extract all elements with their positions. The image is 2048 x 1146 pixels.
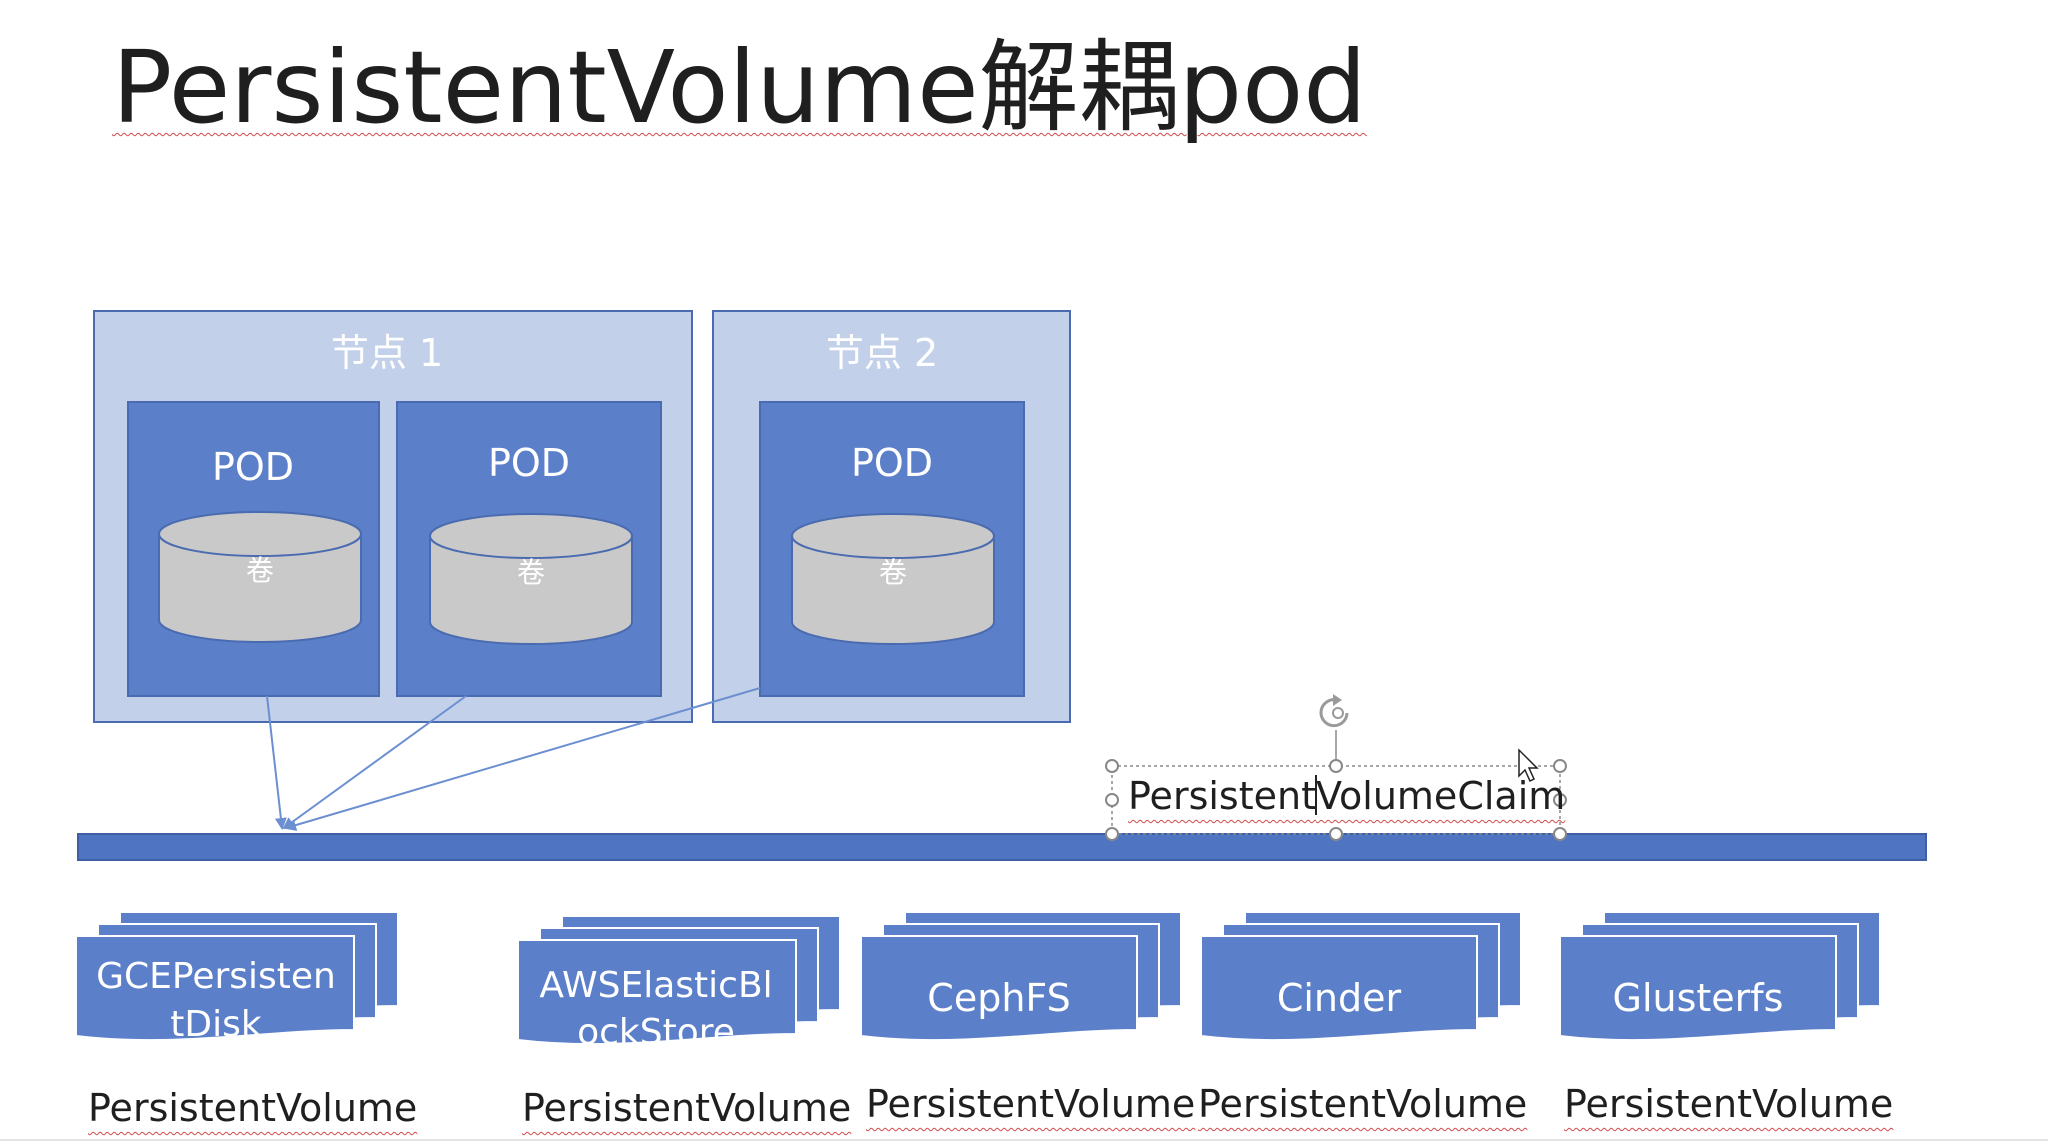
rotate-handle-icon[interactable]	[1319, 694, 1349, 728]
pod-1-label: POD	[212, 445, 294, 489]
pv-label-aws: PersistentVolume	[522, 1086, 852, 1130]
node-1-label: 节点 1	[331, 331, 443, 375]
resize-handle-tr[interactable]	[1553, 759, 1567, 773]
storage-aws: AWSElasticBl ockStore	[517, 915, 841, 1053]
pvc-textbox-selection[interactable]	[1105, 694, 1567, 841]
pv-label-cephfs: PersistentVolume	[866, 1082, 1196, 1126]
resize-handle-bl[interactable]	[1105, 827, 1119, 841]
resize-handle-br[interactable]	[1553, 827, 1567, 841]
pod-3-label: POD	[851, 441, 933, 485]
node-1: 节点 1 POD 卷 POD 卷	[93, 310, 693, 723]
storage-gce-line2: tDisk	[170, 1004, 262, 1045]
storage-cephfs: CephFS	[860, 911, 1182, 1042]
storage-cephfs-label: CephFS	[927, 976, 1070, 1020]
node-2: 节点 2 POD 卷	[712, 310, 1071, 723]
storage-glusterfs-label: Glusterfs	[1613, 976, 1784, 1020]
pvc-bar	[77, 833, 1927, 861]
storage-glusterfs: Glusterfs	[1559, 911, 1881, 1042]
storage-aws-line2: ockStore	[577, 1012, 735, 1053]
resize-handle-mr[interactable]	[1553, 793, 1567, 807]
volume-2-label: 卷	[517, 556, 545, 589]
volume-cylinder-3: 卷	[791, 513, 995, 645]
pod-1: POD 卷	[127, 401, 380, 697]
slide-title: PersistentVolume解耦pod	[112, 29, 1367, 146]
volume-cylinder-1: 卷	[158, 511, 362, 643]
pv-label-glusterfs: PersistentVolume	[1564, 1082, 1894, 1126]
storage-gce-line1: GCEPersisten	[96, 956, 336, 997]
arrow-pod-2	[282, 695, 467, 830]
volume-1-label: 卷	[246, 554, 274, 587]
resize-handle-tl[interactable]	[1105, 759, 1119, 773]
volume-3-label: 卷	[879, 556, 907, 589]
pod-3: POD 卷	[759, 401, 1025, 697]
arrow-pod-3	[284, 687, 761, 831]
arrow-pod-1	[266, 695, 287, 830]
pod-2-label: POD	[488, 441, 570, 485]
storage-cinder-label: Cinder	[1277, 976, 1402, 1020]
resize-handle-tc[interactable]	[1329, 759, 1343, 773]
pvc-text-part1: Persistent	[1128, 774, 1316, 818]
pvc-text-part2: VolumeClaim	[1315, 774, 1566, 818]
pv-label-cinder: PersistentVolume	[1198, 1082, 1528, 1126]
pvc-text[interactable]: PersistentVolumeClaim	[1128, 774, 1565, 818]
pod-2: POD 卷	[396, 401, 662, 697]
resize-handle-bc[interactable]	[1329, 827, 1343, 841]
resize-handle-ml[interactable]	[1105, 793, 1119, 807]
text-caret	[1314, 775, 1317, 815]
node-2-label: 节点 2	[826, 331, 938, 375]
storage-cinder: Cinder	[1200, 911, 1522, 1042]
volume-cylinder-2: 卷	[429, 513, 633, 645]
mouse-pointer-icon	[1518, 748, 1539, 783]
storage-gce: GCEPersisten tDisk	[75, 911, 399, 1045]
pv-label-gce: PersistentVolume	[88, 1086, 418, 1130]
storage-aws-line1: AWSElasticBl	[539, 965, 772, 1006]
